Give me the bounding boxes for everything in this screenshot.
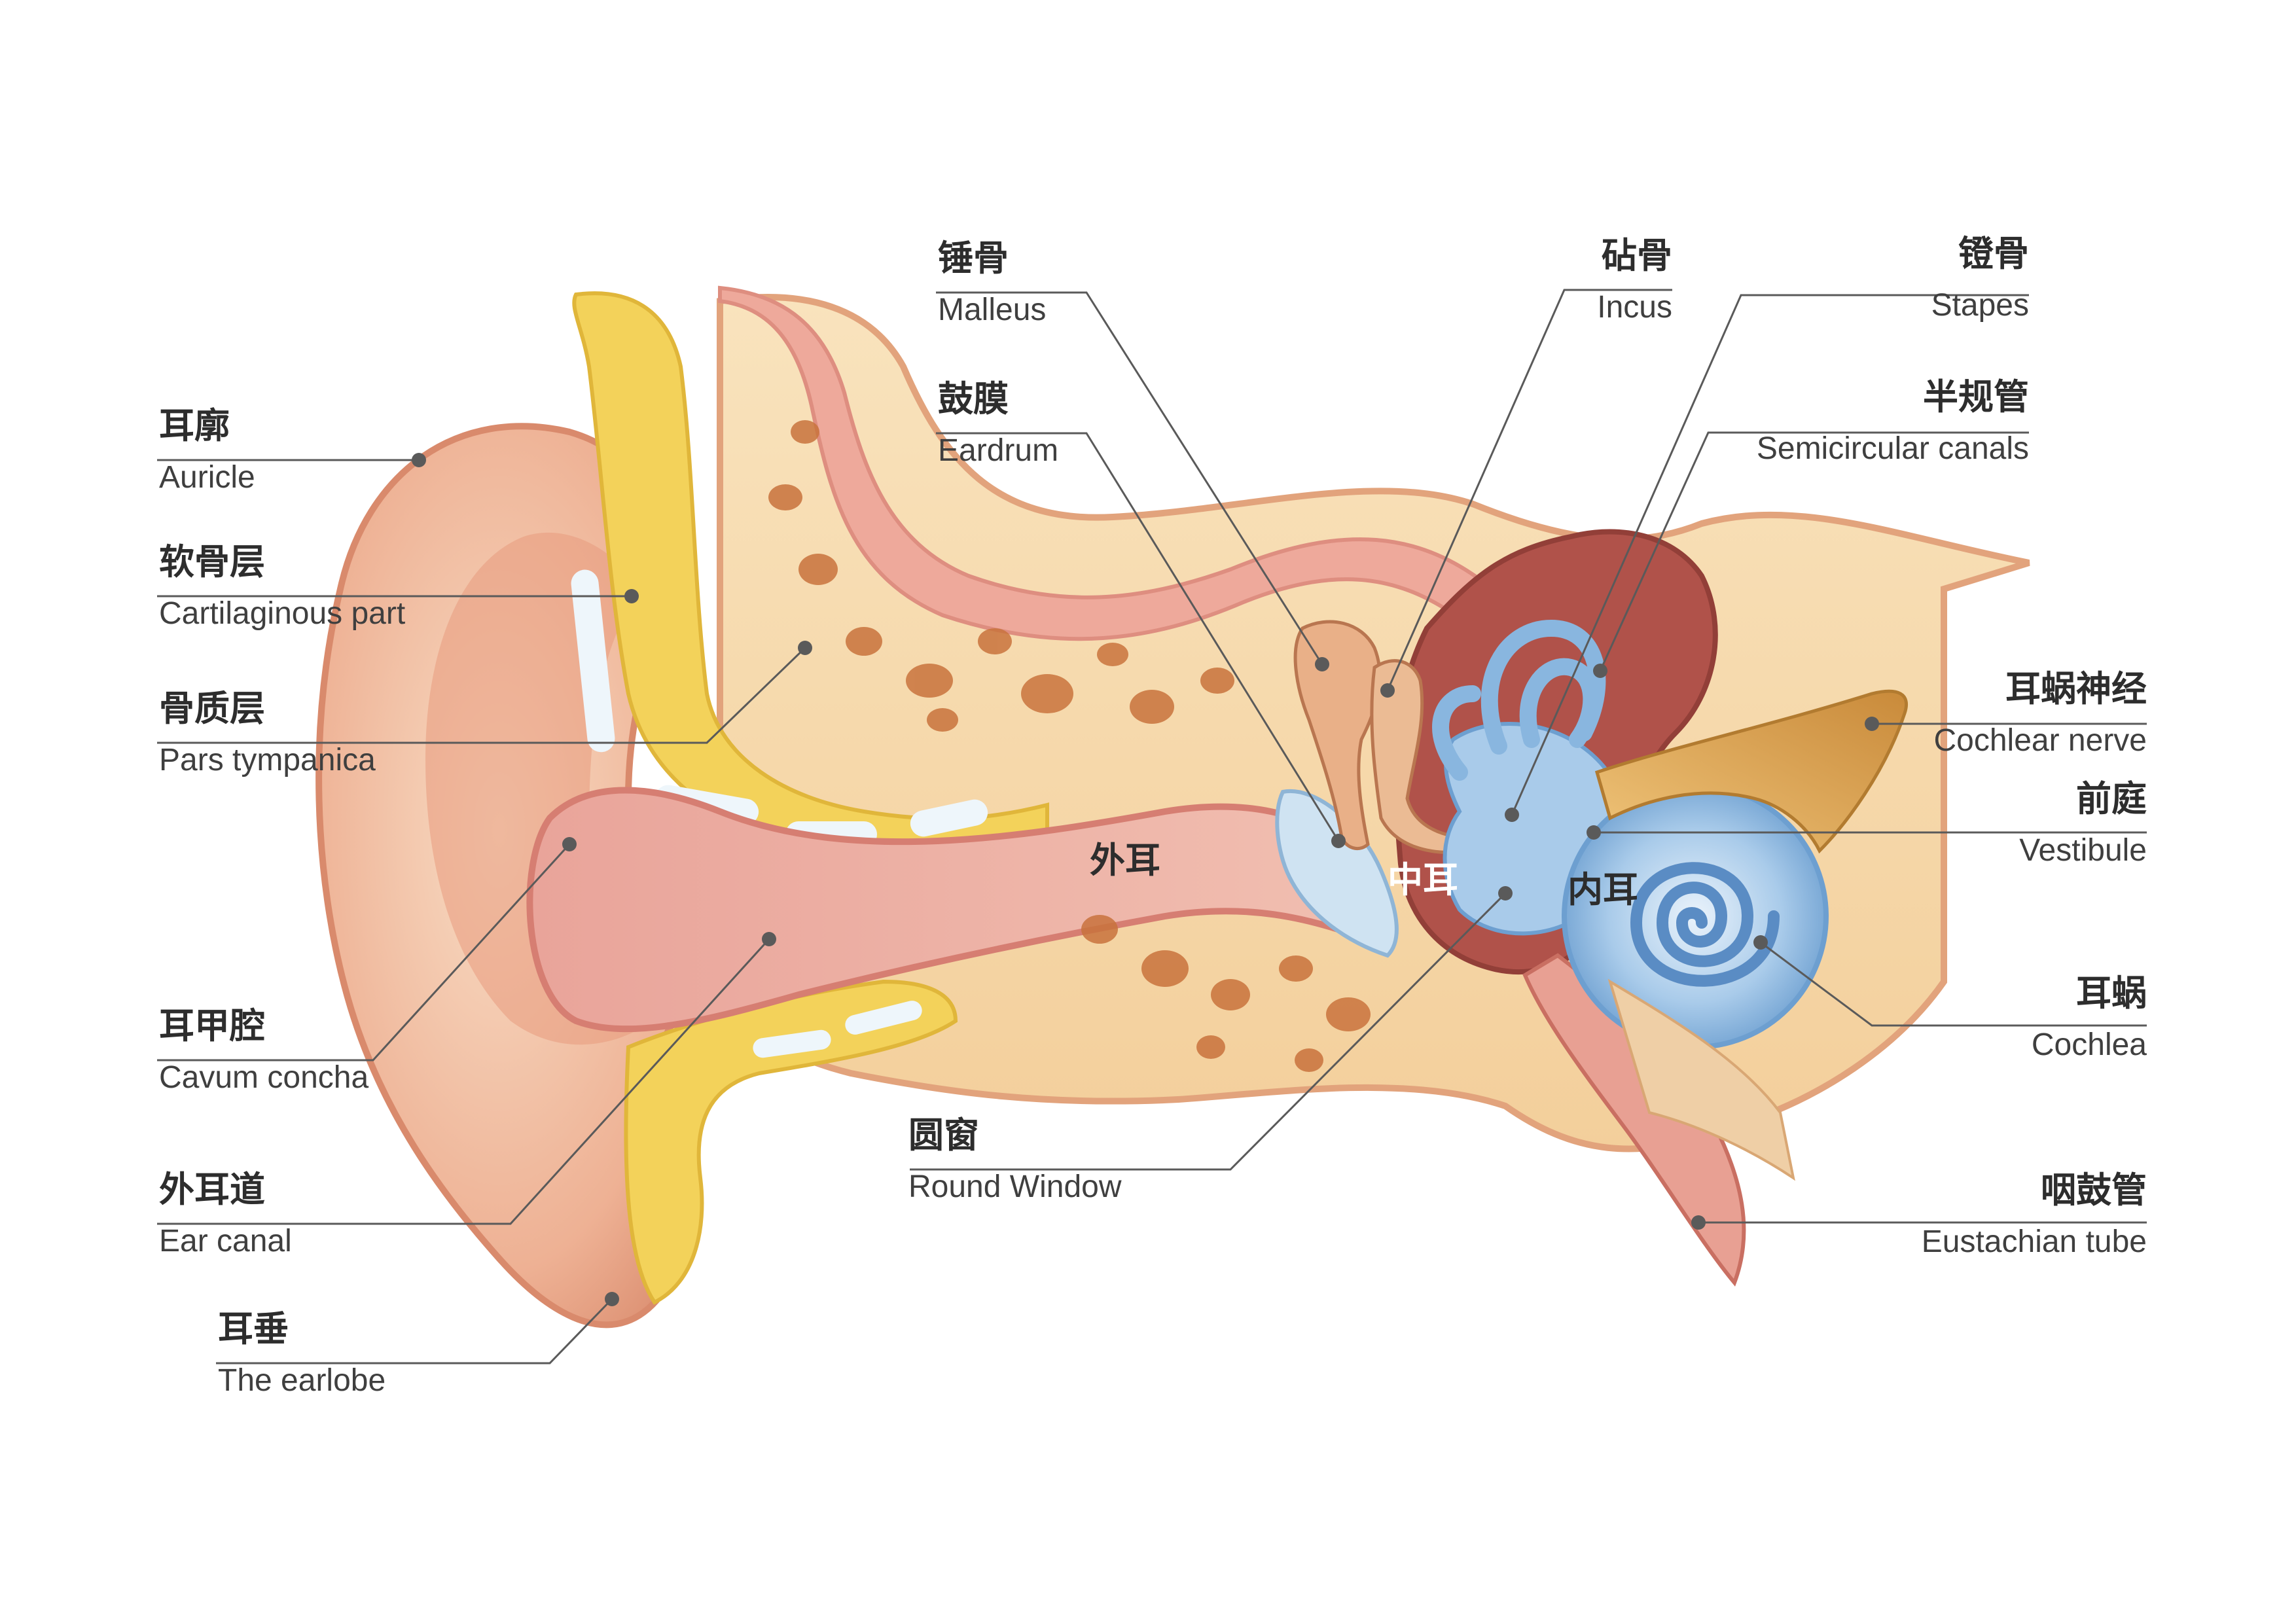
label-cochlear-nerve: 耳蜗神经 Cochlear nerve <box>1934 668 2147 760</box>
label-vestibule-zh: 前庭 <box>2076 778 2147 819</box>
label-eardrum: 鼓膜 Eardrum <box>938 378 1058 471</box>
label-earlobe-en: The earlobe <box>218 1363 386 1398</box>
cartilage-layer <box>572 291 1049 862</box>
label-vestibule: 前庭 Vestibule <box>2019 777 2147 870</box>
label-malleus-en: Malleus <box>938 293 1047 327</box>
label-eustachian-tube-zh: 咽鼓管 <box>2041 1169 2147 1211</box>
label-round-window-en: Round Window <box>908 1169 1122 1204</box>
label-cochlear-nerve-zh: 耳蜗神经 <box>2005 668 2147 709</box>
malleus-shape <box>1293 620 1382 851</box>
label-malleus: 锤骨 Malleus <box>938 237 1046 330</box>
label-ear-canal-en: Ear canal <box>159 1224 292 1258</box>
cochlea-spiral <box>1630 862 1780 987</box>
label-cartilaginous-part: 软骨层 Cartilaginous part <box>159 541 405 633</box>
label-malleus-zh: 锤骨 <box>938 238 1009 279</box>
label-round-window-zh: 圆窗 <box>908 1115 979 1156</box>
region-outer-ear: 外耳 <box>1090 840 1160 881</box>
cartilage-highlight-1 <box>571 569 615 753</box>
label-eustachian-tube-en: Eustachian tube <box>1921 1224 2147 1259</box>
label-earlobe: 耳垂 The earlobe <box>218 1308 386 1400</box>
label-auricle-zh: 耳廓 <box>159 405 230 446</box>
label-stapes: 镫骨 Stapes <box>1931 232 2029 325</box>
label-ear-canal-zh: 外耳道 <box>159 1169 265 1210</box>
semicircular-canals-shape <box>1432 619 1606 781</box>
label-incus-zh: 砧骨 <box>1602 235 1672 276</box>
cochlear-nerve-shape <box>1594 689 1908 854</box>
label-semicircular-canals-zh: 半规管 <box>1923 376 2029 418</box>
region-inner-ear: 内耳 <box>1568 869 1638 910</box>
label-cavum-concha: 耳甲腔 Cavum concha <box>159 1005 368 1097</box>
label-cochlea: 耳蜗 Cochlea <box>2032 972 2147 1065</box>
lower-right-tissue <box>1607 978 1795 1181</box>
label-eustachian-tube: 咽鼓管 Eustachian tube <box>1922 1169 2147 1262</box>
leader-lines <box>157 289 2147 1364</box>
label-stapes-zh: 镫骨 <box>1958 233 2029 274</box>
label-cochlea-zh: 耳蜗 <box>2076 972 2147 1014</box>
label-incus-en: Incus <box>1597 290 1672 325</box>
cartilage-highlight-5 <box>753 1029 831 1058</box>
leader-dots <box>412 453 1879 1306</box>
label-vestibule-en: Vestibule <box>2019 833 2147 868</box>
cartilage-highlight-6 <box>845 1001 922 1035</box>
label-round-window: 圆窗 Round Window <box>908 1114 1122 1207</box>
label-cavum-concha-en: Cavum concha <box>159 1060 369 1095</box>
label-semicircular-canals: 半规管 Semicircular canals <box>1757 376 2029 469</box>
concha-shape <box>425 532 668 1045</box>
region-middle-ear: 中耳 <box>1388 859 1458 901</box>
cartilage-highlight-4 <box>910 799 988 837</box>
label-cavum-concha-zh: 耳甲腔 <box>159 1005 265 1046</box>
label-pars-tympanica: 骨质层 Pars tympanica <box>159 687 376 780</box>
label-eardrum-en: Eardrum <box>938 433 1059 468</box>
label-incus: 砧骨 Incus <box>1597 234 1672 327</box>
label-semicircular-canals-en: Semicircular canals <box>1756 431 2029 466</box>
label-pars-tympanica-zh: 骨质层 <box>159 688 265 729</box>
bone-pores <box>768 420 1371 1072</box>
label-earlobe-zh: 耳垂 <box>218 1308 289 1349</box>
cartilage-lower <box>624 979 958 1305</box>
label-cochlea-en: Cochlea <box>2031 1027 2147 1062</box>
label-pars-tympanica-en: Pars tympanica <box>159 743 376 777</box>
label-cochlear-nerve-en: Cochlear nerve <box>1933 723 2147 758</box>
label-ear-canal: 外耳道 Ear canal <box>159 1168 292 1261</box>
label-auricle: 耳廓 Auricle <box>159 404 255 497</box>
label-stapes-en: Stapes <box>1931 288 2029 323</box>
label-auricle-en: Auricle <box>159 460 255 495</box>
label-eardrum-zh: 鼓膜 <box>938 378 1009 419</box>
label-cartilaginous-part-en: Cartilaginous part <box>159 596 406 631</box>
label-cartilaginous-part-zh: 软骨层 <box>159 541 265 582</box>
